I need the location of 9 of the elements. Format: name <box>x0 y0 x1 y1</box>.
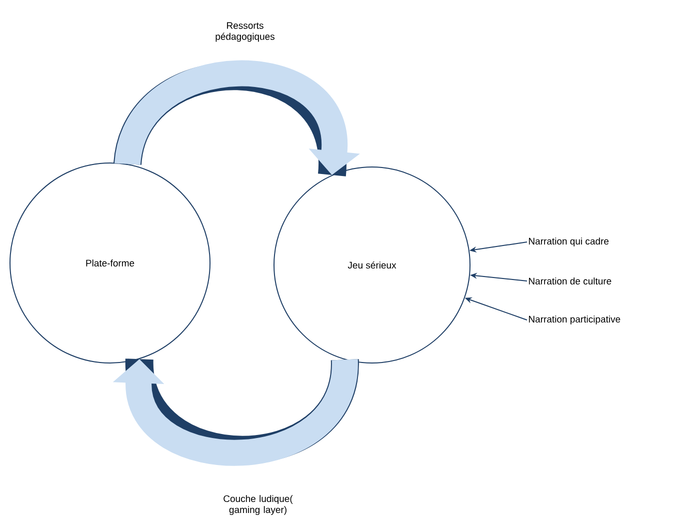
narration-label: Narration de culture <box>529 278 612 284</box>
curved-arrow <box>112 358 359 466</box>
curved-arrow <box>114 60 360 176</box>
narration-label: Narration qui cadre <box>529 238 609 246</box>
circle-node: Jeu sérieux <box>274 166 470 364</box>
narration-label: Narration participative <box>529 316 620 324</box>
edge-label: Ressorts pédagogiques <box>216 22 274 42</box>
circle-node: Plate-forme <box>10 162 210 364</box>
edge-label: Couche ludique( gaming layer) <box>224 495 293 515</box>
